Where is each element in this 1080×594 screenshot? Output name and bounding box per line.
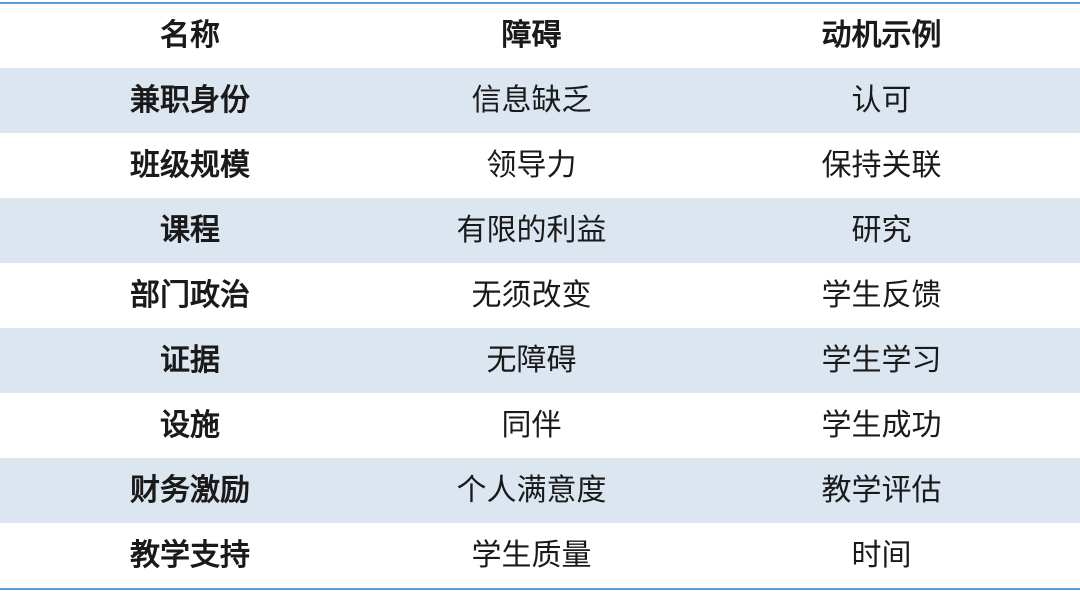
table-row: 兼职身份 信息缺乏 认可	[0, 68, 1080, 133]
cell-barrier: 同伴	[501, 407, 562, 443]
cell-name: 部门政治	[130, 277, 250, 313]
cell-name: 课程	[160, 212, 220, 248]
cell-motivation: 保持关联	[821, 147, 942, 183]
table-row: 证据 无障碍 学生学习	[0, 328, 1080, 393]
cell-motivation: 教学评估	[821, 472, 942, 508]
cell-name: 设施	[160, 407, 220, 443]
cell-barrier: 无须改变	[471, 277, 592, 313]
cell-motivation: 时间	[851, 537, 912, 573]
cell-name: 教学支持	[130, 537, 250, 573]
table-row: 教学支持 学生质量 时间	[0, 523, 1080, 588]
cell-barrier: 领导力	[486, 147, 577, 183]
cell-barrier: 个人满意度	[456, 472, 607, 508]
cell-motivation: 认可	[851, 82, 912, 118]
header-name: 名称	[160, 18, 220, 53]
cell-motivation: 学生成功	[821, 407, 942, 443]
table-row: 设施 同伴 学生成功	[0, 393, 1080, 458]
top-rule	[0, 2, 1080, 4]
cell-name: 财务激励	[130, 472, 250, 508]
table-header-row: 名称 障碍 动机示例	[0, 4, 1080, 68]
bottom-rule	[0, 588, 1080, 590]
header-motivation-example: 动机示例	[821, 18, 942, 53]
cell-barrier: 无障碍	[486, 342, 577, 378]
table-row: 部门政治 无须改变 学生反馈	[0, 263, 1080, 328]
cell-motivation: 研究	[851, 212, 912, 248]
cell-barrier: 信息缺乏	[471, 82, 592, 118]
cell-name: 兼职身份	[130, 82, 250, 118]
cell-motivation: 学生学习	[821, 342, 942, 378]
cell-name: 班级规模	[130, 147, 250, 183]
header-barrier: 障碍	[501, 18, 562, 53]
cell-motivation: 学生反馈	[821, 277, 942, 313]
cell-name: 证据	[160, 342, 220, 378]
table-row: 财务激励 个人满意度 教学评估	[0, 458, 1080, 523]
cell-barrier: 有限的利益	[456, 212, 607, 248]
cell-barrier: 学生质量	[471, 537, 592, 573]
table-row: 班级规模 领导力 保持关联	[0, 133, 1080, 198]
table-row: 课程 有限的利益 研究	[0, 198, 1080, 263]
